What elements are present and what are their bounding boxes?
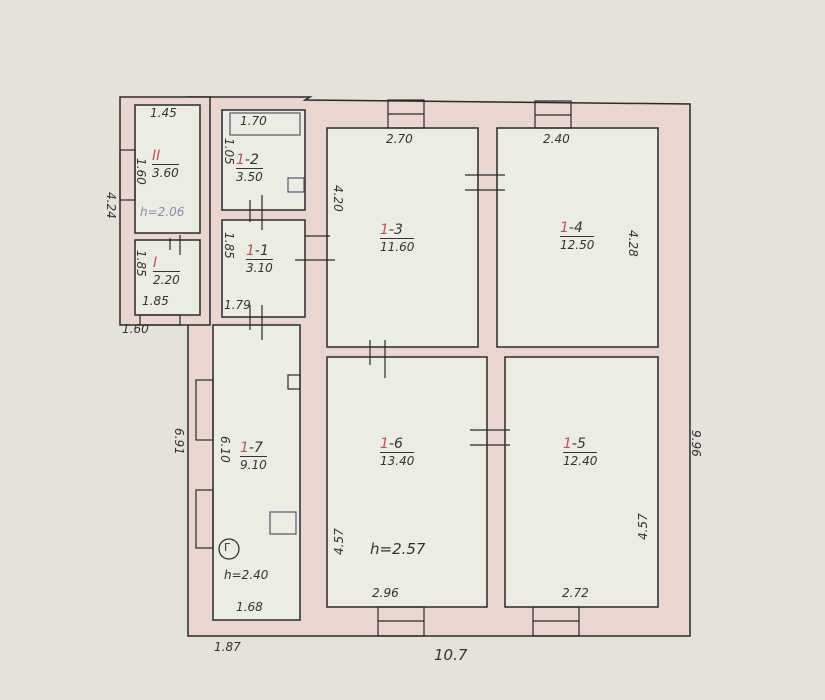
dim-1-60-vertical: 1.60 — [134, 158, 148, 185]
dim-9-96: 9.96 — [689, 430, 703, 457]
windows — [119, 99, 580, 637]
room-1-1 — [221, 219, 306, 318]
heater-icon — [287, 374, 301, 390]
room-II — [134, 104, 201, 234]
room-1-2 — [221, 109, 306, 211]
height-annex: h=2.06 — [140, 205, 185, 219]
dim-2-40: 2.40 — [543, 132, 570, 146]
dim-6-91: 6.91 — [172, 428, 186, 455]
room-1-3 — [326, 127, 479, 348]
dim-1-70: 1.70 — [240, 114, 267, 128]
height-kitchen: h=2.40 — [224, 568, 269, 582]
dim-4-57-right: 4.57 — [636, 513, 650, 540]
room-I — [134, 239, 201, 316]
boiler-icon — [218, 538, 240, 560]
dim-2-96: 2.96 — [372, 586, 399, 600]
dim-1-85-room: 1.85 — [222, 232, 236, 259]
dim-1-85-bottom: 1.85 — [142, 294, 169, 308]
dim-4-20: 4.20 — [331, 185, 345, 212]
dim-4-57-left: 4.57 — [332, 528, 346, 555]
boiler-symbol: Г — [224, 541, 231, 554]
dim-4-24: 4.24 — [104, 192, 118, 219]
dim-1-68: 1.68 — [236, 600, 263, 614]
room-1-6 — [326, 356, 488, 608]
room-1-5 — [504, 356, 659, 608]
dim-1-05: 1.05 — [222, 138, 236, 165]
dim-6-10: 6.10 — [218, 436, 232, 463]
dim-1-60-bottom: 1.60 — [122, 322, 149, 336]
height-main: h=2.57 — [370, 540, 426, 558]
dim-10-7: 10.7 — [434, 646, 468, 664]
dim-2-72: 2.72 — [562, 586, 589, 600]
dim-2-70: 2.70 — [386, 132, 413, 146]
room-1-7 — [212, 324, 301, 621]
dim-1-45: 1.45 — [150, 106, 177, 120]
doors — [169, 174, 510, 446]
room-1-4 — [496, 127, 659, 348]
sink-icon — [287, 177, 305, 193]
dim-4-28: 4.28 — [626, 230, 640, 257]
stove-icon — [269, 511, 297, 535]
dim-1-87: 1.87 — [214, 640, 241, 654]
bathtub-icon — [229, 112, 301, 136]
dim-1-79: 1.79 — [224, 298, 251, 312]
dim-1-85-vertical: 1.85 — [134, 250, 148, 277]
